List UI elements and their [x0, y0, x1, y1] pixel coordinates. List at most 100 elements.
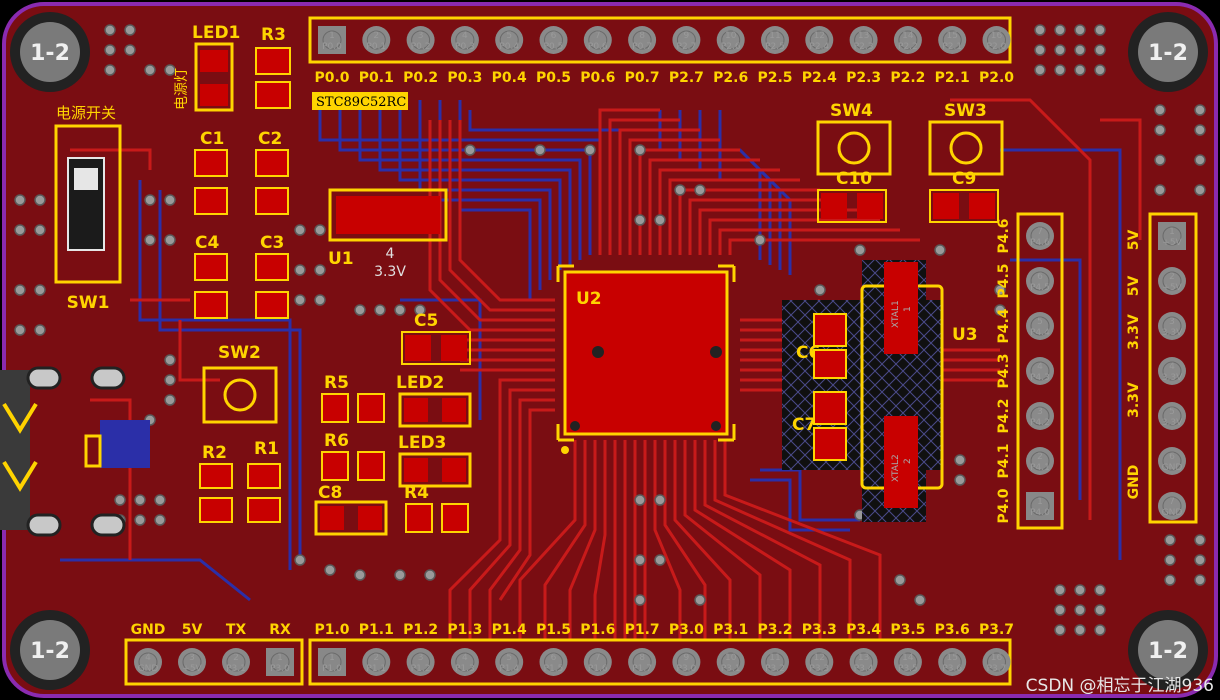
r3-label: R3: [261, 25, 286, 45]
header-pin-label: P2.0: [979, 70, 1014, 86]
via: [314, 224, 326, 236]
u3-label: U3: [952, 325, 978, 345]
mounting-hole: 1-2: [1128, 12, 1208, 92]
via: [164, 64, 176, 76]
via: [1154, 104, 1166, 116]
header-pin-label: GND: [131, 622, 166, 638]
header-pin-label: 5V: [1126, 276, 1142, 297]
c9-outline: [929, 189, 999, 223]
header-pin-number: 12: [814, 31, 825, 41]
header-pin-ring: [499, 652, 519, 672]
header-pin-ring: [721, 652, 741, 672]
led1-pad: [200, 50, 228, 72]
header-pin-label: P2.3: [846, 70, 881, 86]
header-pin-label: 3.3V: [1126, 314, 1142, 350]
led1-label: LED1: [192, 23, 240, 43]
header-pin-label: P0.1: [359, 70, 394, 86]
header-pin-ring: [270, 652, 290, 672]
header-pin-ring: [898, 30, 918, 50]
header-pin-name: P2.6: [721, 42, 741, 52]
via: [1154, 154, 1166, 166]
header-pin-pad: [1026, 357, 1054, 385]
header-pin-name: P2.7: [677, 42, 697, 52]
header-pin-label: P4.0: [996, 488, 1012, 523]
header-pin-ring: [809, 30, 829, 50]
header-pin-number: 3: [1037, 407, 1043, 417]
c2-pad: [255, 149, 289, 177]
via: [654, 494, 666, 506]
xtal1-label: XTAL1: [891, 300, 901, 328]
header-pin-name: P0.1: [366, 42, 386, 52]
c6-pad: [813, 313, 847, 347]
header-pin-name: P4.6: [1030, 238, 1050, 248]
via: [294, 294, 306, 306]
via: [464, 144, 476, 156]
c8-outline: [314, 500, 388, 536]
header-pin-number: 12: [814, 653, 825, 663]
via: [34, 324, 46, 336]
header-pin-ring: [1162, 316, 1182, 336]
header-pin-label: P2.7: [669, 70, 704, 86]
led2-label: LED2: [396, 373, 444, 393]
header-pin-label: P1.6: [580, 622, 615, 638]
via: [104, 64, 116, 76]
header-pin-number: 5: [506, 31, 512, 41]
header-pin-number: 5: [506, 653, 512, 663]
via: [1074, 584, 1086, 596]
header-pin-number: 7: [595, 31, 601, 41]
via: [324, 564, 336, 576]
header-pin-label: P0.6: [580, 70, 615, 86]
header-pin-pad: [893, 26, 922, 54]
header-pin-ring: [322, 30, 342, 50]
header-pin-ring: [411, 652, 431, 672]
c10-pad: [857, 193, 883, 219]
header-pin-number: 10: [725, 31, 737, 41]
header-pin-label: P1.3: [447, 622, 482, 638]
header-pin-ring: [987, 30, 1006, 50]
c4-label: C4: [195, 233, 219, 253]
header-pin-number: 9: [684, 31, 690, 41]
header-pin-number: 8: [639, 31, 645, 41]
header-pin-name: P4.1: [1030, 463, 1050, 473]
header-pin-pad: [495, 26, 524, 54]
r6-label: R6: [324, 431, 349, 451]
header-pin-name: P4.3: [1030, 373, 1050, 383]
via: [164, 374, 176, 386]
header-pin-number: 2: [233, 653, 239, 663]
header-pin-number: 9: [684, 653, 690, 663]
header-pin-pad: [362, 648, 391, 676]
c9-label: C9: [952, 169, 976, 189]
via: [34, 194, 46, 206]
via: [144, 194, 156, 206]
via: [354, 304, 366, 316]
mounting-hole: 1-2: [10, 12, 90, 92]
header-pin-ring: [721, 30, 741, 50]
via: [314, 264, 326, 276]
via: [1094, 44, 1106, 56]
header-pin-ring: [1162, 496, 1182, 516]
header-pin-number: 15: [946, 31, 957, 41]
header-pin-ring: [544, 30, 563, 50]
header-pin-label: P0.7: [625, 70, 660, 86]
led3-label: LED3: [398, 433, 446, 453]
c10-outline: [817, 189, 887, 223]
u1-outline: [328, 188, 448, 242]
via: [104, 44, 116, 56]
header-pin-ring: [1030, 316, 1050, 336]
header-pin-ring: [1162, 361, 1182, 381]
u1-value: 3.3V: [374, 264, 406, 280]
via: [1194, 184, 1206, 196]
header-pin-number: 3: [418, 653, 424, 663]
via: [1074, 64, 1086, 76]
c5-pad: [441, 335, 467, 361]
xtal2-pin: 2: [903, 458, 913, 464]
header-pin-ring: [1162, 406, 1182, 426]
via: [314, 294, 326, 306]
header-pin-number: 5: [1037, 317, 1043, 327]
power-led-label: 电源灯: [174, 68, 190, 110]
header-pin-number: 3: [1169, 317, 1175, 327]
header-pin-label: RX: [269, 622, 291, 638]
header-pin-pad: [450, 648, 479, 676]
header-pin-label: P4.5: [996, 263, 1012, 298]
via: [1094, 584, 1106, 596]
